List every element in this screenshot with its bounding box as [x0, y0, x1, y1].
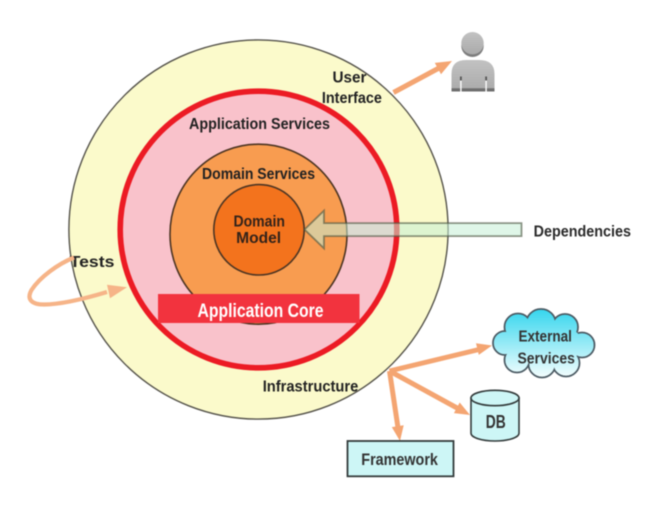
svg-text:Infrastructure: Infrastructure — [263, 379, 359, 396]
svg-text:Application Core: Application Core — [198, 300, 324, 322]
svg-text:Tests: Tests — [70, 254, 115, 271]
svg-text:Dependencies: Dependencies — [534, 223, 631, 240]
svg-text:Framework: Framework — [361, 450, 438, 469]
svg-text:Model: Model — [236, 230, 281, 247]
svg-text:DB: DB — [486, 411, 506, 432]
svg-text:Interface: Interface — [322, 90, 382, 107]
svg-text:Domain: Domain — [233, 214, 285, 231]
svg-text:User: User — [333, 70, 367, 87]
svg-text:Services: Services — [517, 351, 575, 368]
svg-text:Application Services: Application Services — [189, 116, 330, 133]
svg-text:Domain Services: Domain Services — [202, 166, 315, 183]
svg-text:External: External — [518, 329, 572, 346]
